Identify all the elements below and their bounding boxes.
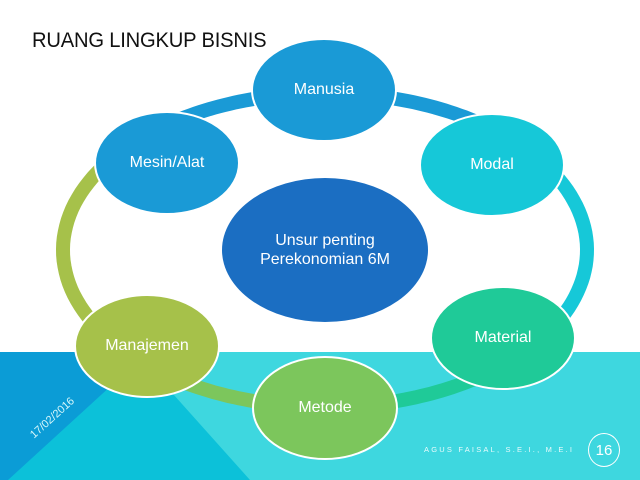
page-number-text: 16 <box>595 441 613 459</box>
center-label-line2: Perekonomian 6M <box>260 251 390 268</box>
slide-title: RUANG LINGKUP BISNIS <box>32 29 267 52</box>
node-label: Metode <box>298 399 351 416</box>
center-ellipse <box>222 178 428 322</box>
node-ellipse <box>74 294 220 398</box>
node-manusia: Manusia <box>251 38 397 142</box>
page-number: 16 <box>588 433 620 467</box>
node-ellipse <box>430 286 576 390</box>
node-ellipse <box>252 356 398 460</box>
center-label-line1: Unsur penting <box>275 232 375 249</box>
node-label: Modal <box>470 156 514 173</box>
node-manajemen: Manajemen <box>74 294 220 398</box>
node-label: Manajemen <box>105 337 189 354</box>
node-material: Material <box>430 286 576 390</box>
node-modal: Modal <box>419 113 565 217</box>
node-ellipse <box>419 113 565 217</box>
node-mesin-alat: Mesin/Alat <box>94 111 240 215</box>
node-ellipse <box>251 38 397 142</box>
node-label: Manusia <box>294 81 355 98</box>
node-label: Material <box>475 329 532 346</box>
node-label: Mesin/Alat <box>130 154 205 171</box>
footer-author: AGUS FAISAL, S.E.I., M.E.I <box>424 445 575 454</box>
node-ellipse <box>94 111 240 215</box>
node-metode: Metode <box>252 356 398 460</box>
